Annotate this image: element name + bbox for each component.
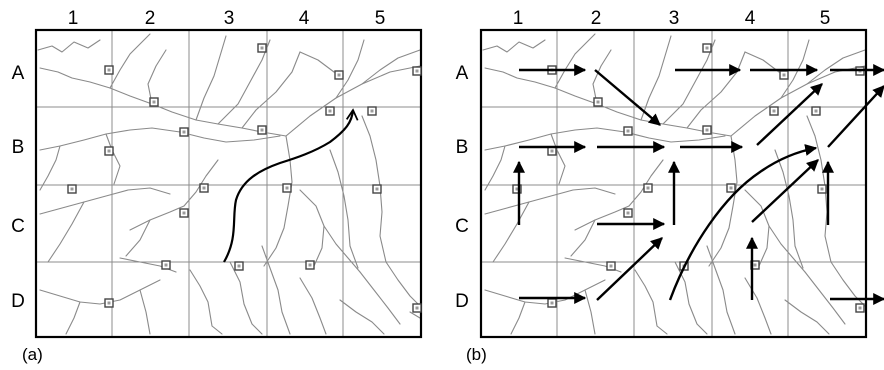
gauge-marker bbox=[623, 126, 633, 136]
panel-b-gauges bbox=[512, 43, 865, 313]
gauge-marker bbox=[779, 70, 789, 80]
gauge-marker bbox=[234, 261, 244, 271]
panel-a-col-label-1: 1 bbox=[68, 8, 79, 29]
panel-a-col-label-2: 2 bbox=[145, 8, 156, 29]
panel-b-frame bbox=[479, 28, 868, 339]
panel-a-grid bbox=[36, 30, 421, 337]
panel-b-row-label-D: D bbox=[455, 291, 469, 312]
panel-a-row-label-C: C bbox=[11, 216, 25, 237]
gauge-marker bbox=[412, 66, 422, 76]
gauge-marker bbox=[593, 97, 603, 107]
flow-arrow bbox=[596, 237, 663, 301]
panel-b-col-label-5: 5 bbox=[820, 8, 831, 29]
panel-b: 1 2 3 4 5 A B C D (b) bbox=[455, 8, 884, 364]
gauge-marker bbox=[161, 260, 171, 270]
flow-arrow-curved bbox=[668, 144, 818, 301]
panel-a-river-network bbox=[37, 33, 421, 335]
gauge-marker bbox=[367, 106, 377, 116]
gauge-marker bbox=[257, 125, 267, 135]
panel-b-row-label-B: B bbox=[456, 137, 469, 158]
gauge-marker bbox=[67, 184, 77, 194]
panel-a-row-label-A: A bbox=[12, 63, 25, 84]
gauge-marker bbox=[702, 125, 712, 135]
panel-b-col-label-4: 4 bbox=[745, 8, 756, 29]
gauge-marker bbox=[606, 261, 616, 271]
gauge-marker bbox=[372, 184, 382, 194]
panel-b-flow-arrows bbox=[513, 64, 884, 305]
panel-b-row-label-A: A bbox=[456, 63, 469, 84]
gauge-marker bbox=[512, 184, 522, 194]
panel-a-col-label-5: 5 bbox=[375, 8, 386, 29]
panel-a-gauges bbox=[67, 43, 422, 313]
gauge-marker bbox=[412, 303, 422, 313]
gauge-marker bbox=[104, 146, 114, 156]
gauge-marker bbox=[325, 106, 335, 116]
gauge-marker bbox=[104, 298, 114, 308]
flow-arrow bbox=[751, 159, 819, 223]
gauge-marker bbox=[643, 183, 653, 193]
flow-arrow bbox=[827, 85, 884, 148]
gauge-marker bbox=[702, 43, 712, 53]
gauge-marker bbox=[855, 303, 865, 313]
gauge-marker bbox=[623, 208, 633, 218]
gauge-marker bbox=[811, 106, 821, 116]
panel-a-frame bbox=[34, 28, 423, 339]
gauge-marker bbox=[179, 127, 189, 137]
panel-a-row-label-B: B bbox=[12, 137, 25, 158]
panel-a-row-label-D: D bbox=[11, 291, 25, 312]
panel-a-col-label-3: 3 bbox=[224, 8, 235, 29]
panel-b-col-label-1: 1 bbox=[513, 8, 524, 29]
gauge-marker bbox=[199, 183, 209, 193]
gauge-marker bbox=[817, 184, 827, 194]
gauge-marker bbox=[547, 298, 557, 308]
panel-a: 1 2 3 4 5 A B C D (a) bbox=[11, 8, 423, 364]
gauge-marker bbox=[726, 183, 736, 193]
panel-b-row-label-C: C bbox=[455, 216, 469, 237]
panel-a-col-label-4: 4 bbox=[299, 8, 310, 29]
panel-b-caption: (b) bbox=[466, 345, 487, 364]
gauge-marker bbox=[305, 260, 315, 270]
panel-b-col-label-3: 3 bbox=[669, 8, 680, 29]
gauge-marker bbox=[334, 70, 344, 80]
gauge-marker bbox=[104, 65, 114, 75]
gauge-marker bbox=[179, 208, 189, 218]
gauge-marker bbox=[282, 183, 292, 193]
panel-b-col-label-2: 2 bbox=[591, 8, 602, 29]
gauge-marker bbox=[769, 106, 779, 116]
panel-a-flow-path-arrow bbox=[223, 108, 359, 263]
flow-arrow bbox=[594, 69, 661, 126]
flow-arrow bbox=[756, 83, 823, 146]
gauge-marker bbox=[149, 97, 159, 107]
panel-a-caption: (a) bbox=[22, 345, 43, 364]
gauge-marker bbox=[257, 43, 267, 53]
